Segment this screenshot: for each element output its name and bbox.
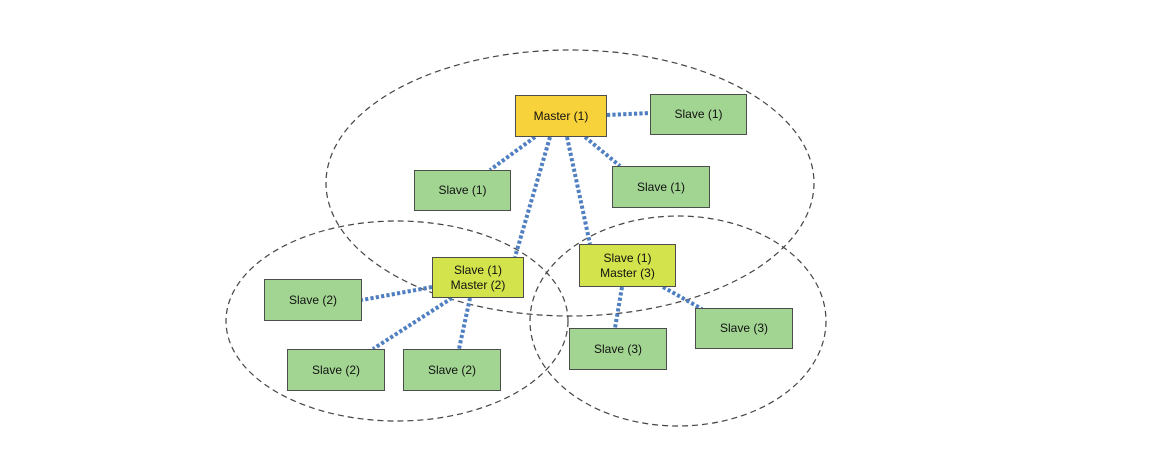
slave-1-mid-label: Slave (1)	[636, 179, 686, 194]
slave-3-right-label: Slave (3)	[719, 321, 769, 335]
bridge-3-line1: Slave (1)	[603, 250, 652, 265]
piconet-3-boundary	[529, 215, 827, 427]
slave-2-bottom-right-label: Slave (2)	[427, 362, 477, 377]
link-bridge3-slave3-left	[613, 286, 624, 329]
slave-2-node-bottom-right: Slave (2)	[403, 349, 501, 391]
bridge-2-line1: Slave (1)	[453, 262, 503, 277]
link-bridge2-slave2-bottom-right	[457, 297, 472, 350]
piconet-2-boundary	[225, 220, 569, 422]
slave-3-node-right: Slave (3)	[695, 308, 793, 349]
link-master1-bridge3	[565, 136, 592, 245]
link-master1-bridge2	[513, 136, 552, 258]
master-1-label: Master (1)	[533, 108, 589, 123]
link-master1-slave1-mid	[583, 135, 622, 168]
bridge-master-2-node: Slave (1) Master (2)	[432, 257, 524, 298]
slave-3-left-label: Slave (3)	[593, 341, 643, 356]
master-1-node: Master (1)	[515, 95, 607, 137]
slave-1-node-left: Slave (1)	[414, 170, 511, 211]
link-bridge2-slave2-left	[361, 285, 433, 302]
piconet-1-boundary	[325, 49, 815, 317]
slave-2-left-label: Slave (2)	[288, 292, 338, 307]
slave-3-node-left: Slave (3)	[569, 328, 667, 370]
slave-2-bottom-left-label: Slave (2)	[311, 362, 361, 377]
slave-2-node-left: Slave (2)	[264, 279, 362, 321]
link-bridge2-slave2-bottom-left	[371, 296, 454, 351]
slave-1-left-label: Slave (1)	[438, 183, 487, 197]
bridge-3-line2: Master (3)	[600, 265, 655, 280]
slave-1-node-mid: Slave (1)	[612, 166, 710, 208]
link-master1-slave1-left	[488, 135, 537, 172]
slave-1-node-right: Slave (1)	[650, 94, 747, 135]
slave-1-right-label: Slave (1)	[674, 107, 723, 121]
bridge-master-3-node: Slave (1) Master (3)	[579, 244, 676, 287]
slave-2-node-bottom-left: Slave (2)	[287, 349, 385, 391]
link-master1-slave1-right	[606, 111, 651, 117]
bridge-2-line2: Master (2)	[450, 277, 506, 292]
link-bridge3-slave3-right	[662, 285, 703, 311]
